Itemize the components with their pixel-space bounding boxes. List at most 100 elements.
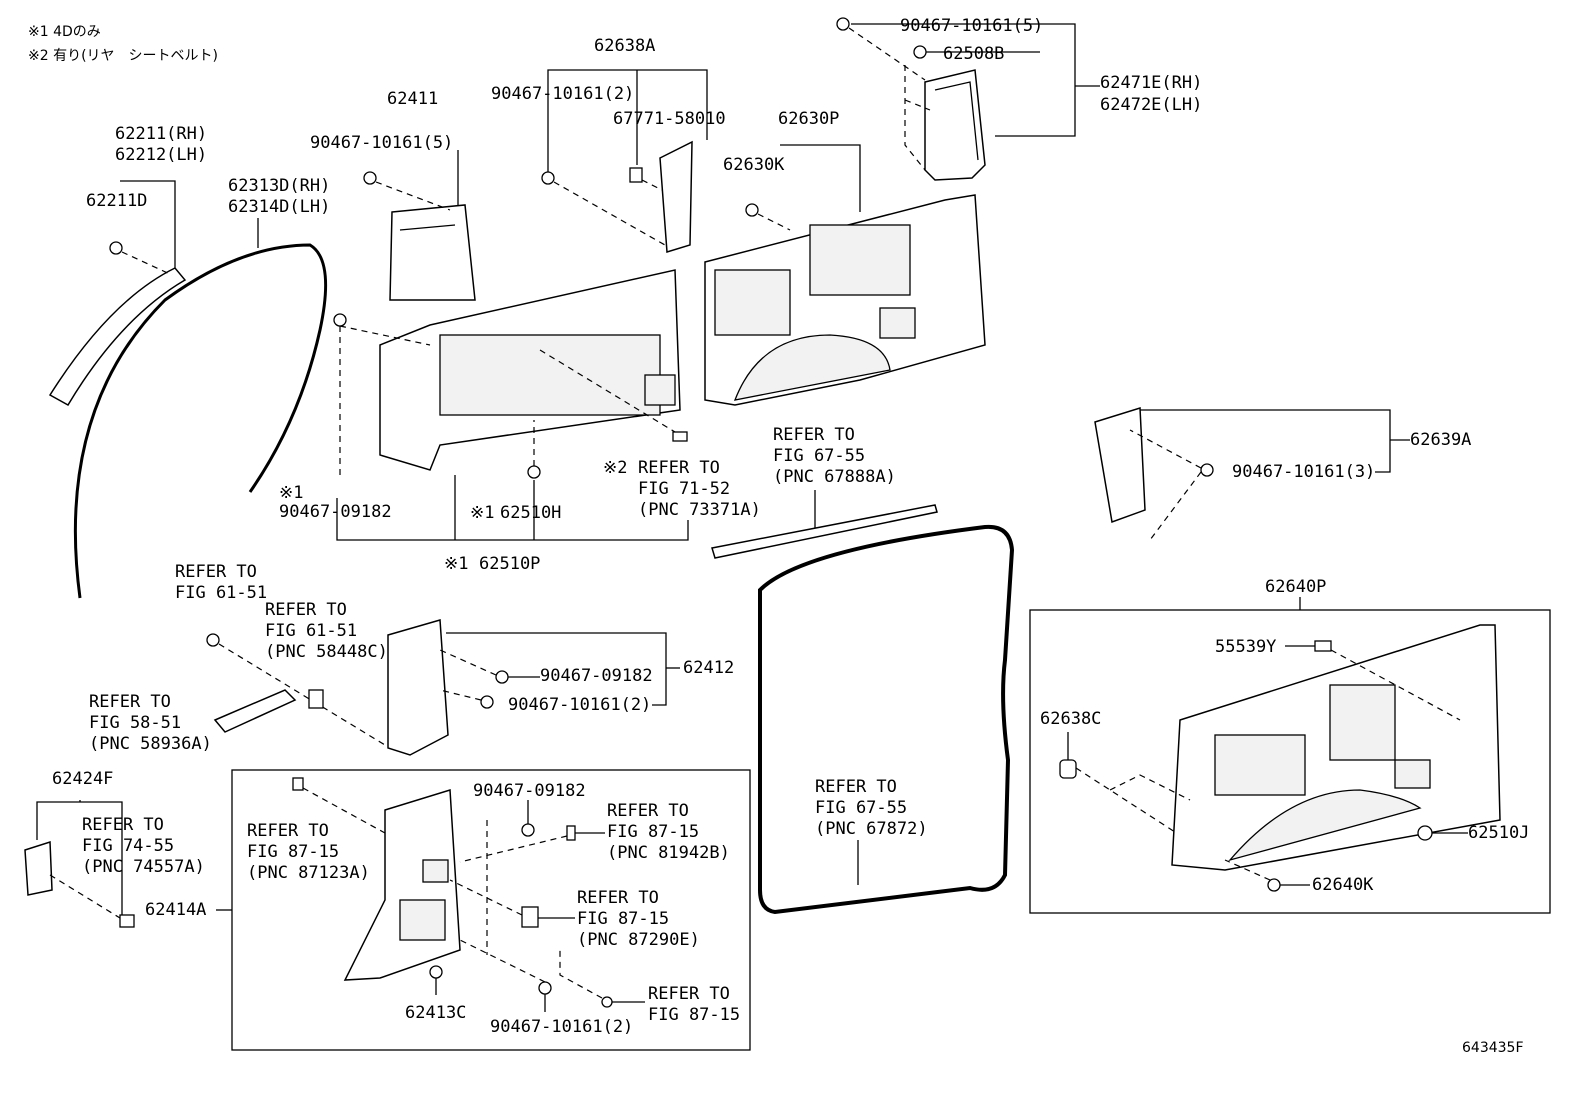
label-refer-58936a-2: FIG 58-51 <box>89 713 181 733</box>
label-55539y: 55539Y <box>1215 637 1276 657</box>
label-62472e: 62472E(LH) <box>1100 95 1202 115</box>
label-62414a: 62414A <box>145 900 206 920</box>
weatherstrip-strip-part <box>711 504 938 559</box>
clip-icon <box>672 431 688 442</box>
label-refer-87123a-3: (PNC 87123A) <box>247 863 370 883</box>
label-x1-a: ※1 <box>279 483 303 503</box>
label-62314d: 62314D(LH) <box>228 197 330 217</box>
clip-icon <box>836 17 850 31</box>
front-pillar-garnish-62211-part <box>48 267 187 407</box>
label-62630p: 62630P <box>778 109 839 129</box>
label-refer-58448c-2: FIG 61-51 <box>265 621 357 641</box>
clip-icon <box>913 45 927 59</box>
note-4d-only: ※1 4Dのみ <box>28 24 101 40</box>
clip-icon <box>538 981 552 995</box>
label-62424f: 62424F <box>52 769 113 789</box>
clip-icon <box>541 171 555 185</box>
label-90467-10161-2-a: 90467-10161(2) <box>491 84 634 104</box>
label-62510h: 62510H <box>500 503 561 523</box>
label-62640k: 62640K <box>1312 875 1374 895</box>
clip-icon <box>745 203 759 217</box>
clip-icon <box>1417 825 1433 841</box>
quarter-trim-62630p-part <box>704 194 986 406</box>
clip-icon <box>333 313 347 327</box>
label-refer-74557a-3: (PNC 74557A) <box>82 857 205 877</box>
label-refer-87123a-2: FIG 87-15 <box>247 842 339 862</box>
label-62313d: 62313D(RH) <box>228 176 330 196</box>
label-62471e: 62471E(RH) <box>1100 73 1202 93</box>
quarter-trim-lower-62414a-part <box>343 789 461 981</box>
label-62638a: 62638A <box>594 36 655 56</box>
figure-id: 643435F <box>1462 1040 1524 1056</box>
center-pillar-lower-62412-part <box>387 619 449 756</box>
label-62508b: 62508B <box>943 44 1004 64</box>
clip-icon <box>480 695 494 709</box>
clip-icon <box>566 825 576 841</box>
rear-pillar-garnish-part <box>924 69 986 181</box>
label-refer-81942b-3: (PNC 81942B) <box>607 843 730 863</box>
label-refer-67888a-3: (PNC 67888A) <box>773 467 896 487</box>
label-62413c: 62413C <box>405 1003 466 1023</box>
label-refer-8715-2: FIG 87-15 <box>648 1005 740 1025</box>
clip-icon <box>1200 463 1214 477</box>
label-90467-09182-b: 90467-09182 <box>540 666 653 686</box>
group-box-62640p <box>1029 609 1551 914</box>
label-refer-67888a-2: FIG 67-55 <box>773 446 865 466</box>
label-62510j: 62510J <box>1468 823 1529 843</box>
label-refer-8715-1: REFER TO <box>648 984 730 1004</box>
clip-icon <box>1059 759 1077 779</box>
label-refer-58936a-3: (PNC 58936A) <box>89 734 212 754</box>
clip-icon <box>1267 878 1281 892</box>
label-refer-74557a-1: REFER TO <box>82 815 164 835</box>
label-x2: ※2 <box>603 458 627 478</box>
label-x1-b: ※1 <box>470 503 494 523</box>
clip-icon <box>363 171 377 185</box>
label-refer-87290e-1: REFER TO <box>577 888 659 908</box>
label-refer-87290e-3: (PNC 87290E) <box>577 930 700 950</box>
label-62212: 62212(LH) <box>115 145 207 165</box>
label-62640p: 62640P <box>1265 577 1326 597</box>
clip-icon <box>495 670 509 684</box>
label-62412: 62412 <box>683 658 734 678</box>
clip-icon <box>521 823 535 837</box>
label-90467-09182-c: 90467-09182 <box>473 781 586 801</box>
note-rear-seatbelt: ※2 有り(リヤ シートベルト) <box>28 48 218 64</box>
label-62510p: 62510P <box>479 554 540 574</box>
label-refer-81942b-1: REFER TO <box>607 801 689 821</box>
pillar-garnish-62638a-part <box>659 140 693 253</box>
label-90467-10161-2-b: 90467-10161(2) <box>508 695 651 715</box>
label-refer-73371a-1: REFER TO <box>638 458 720 478</box>
bolt-icon <box>206 633 220 647</box>
label-62211d: 62211D <box>86 191 147 211</box>
seatbelt-anchor-bracket-part <box>213 689 297 733</box>
label-90467-10161-3: 90467-10161(3) <box>1232 462 1375 482</box>
label-90467-10161-5-top: 90467-10161(5) <box>900 16 1043 36</box>
clip-icon <box>601 996 613 1008</box>
clip-icon <box>521 906 539 928</box>
label-refer-81942b-2: FIG 87-15 <box>607 822 699 842</box>
door-opening-trim-weatherstrip-part <box>73 243 328 599</box>
label-62411: 62411 <box>387 89 438 109</box>
label-90467-10161-5-b: 90467-10161(5) <box>310 133 453 153</box>
label-refer-73371a-2: FIG 71-52 <box>638 479 730 499</box>
label-refer-74557a-2: FIG 74-55 <box>82 836 174 856</box>
quarter-trim-62640p-part <box>1171 624 1501 871</box>
label-62630k: 62630K <box>723 155 785 175</box>
bushing-icon <box>308 689 324 709</box>
label-refer-87123a-1: REFER TO <box>247 821 329 841</box>
label-refer-67872-1: REFER TO <box>815 777 897 797</box>
door-weatherstrip-part <box>758 524 1015 915</box>
clip-icon <box>629 167 643 183</box>
label-refer-87290e-2: FIG 87-15 <box>577 909 669 929</box>
label-refer-67872-2: FIG 67-55 <box>815 798 907 818</box>
label-67771-58010: 67771-58010 <box>613 109 726 129</box>
label-90467-10161-2-c: 90467-10161(2) <box>490 1017 633 1037</box>
clip-icon <box>1314 640 1332 652</box>
seatbelt-cover-62424f-part <box>24 840 53 896</box>
quarter-trim-upper-62411-part <box>389 204 476 301</box>
label-refer-67888a-1: REFER TO <box>773 425 855 445</box>
clip-icon <box>292 777 304 791</box>
label-refer-58448c-1: REFER TO <box>265 600 347 620</box>
label-refer-67872-3: (PNC 67872) <box>815 819 928 839</box>
